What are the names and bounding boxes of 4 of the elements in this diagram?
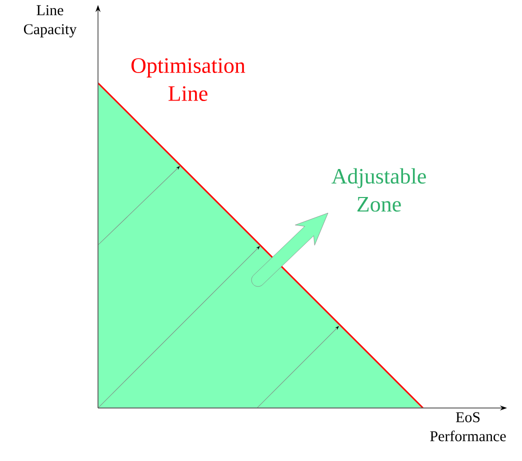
axis-label: EoS Performance	[430, 412, 506, 442]
zone-label: Adjustable Zone	[332, 168, 426, 212]
axis-label: Line Capacity	[24, 5, 77, 38]
zone-label: Optimisation Line	[131, 58, 246, 101]
